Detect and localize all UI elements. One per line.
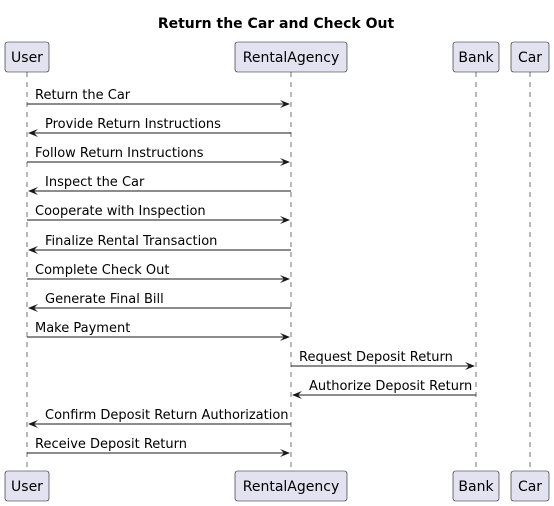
- participant-agency-top: RentalAgency: [234, 41, 348, 73]
- participant-box: [510, 470, 550, 502]
- message-4: Inspect the Car: [28, 175, 291, 195]
- participant-box: [452, 470, 500, 502]
- arrowhead-icon: [28, 129, 38, 137]
- message-label: Generate Final Bill: [45, 292, 164, 307]
- participant-user-top: User: [4, 41, 50, 73]
- arrowhead-icon: [280, 100, 290, 108]
- arrowhead-icon: [280, 158, 290, 166]
- participant-label: User: [11, 479, 43, 495]
- message-12: Confirm Deposit Return Authorization: [28, 408, 291, 428]
- arrowhead-icon: [28, 246, 38, 254]
- participant-user-bottom: User: [4, 470, 50, 502]
- participant-box: [4, 470, 50, 502]
- message-label: Provide Return Instructions: [45, 117, 221, 132]
- message-7: Complete Check Out: [27, 263, 290, 283]
- message-2: Provide Return Instructions: [28, 117, 291, 137]
- participant-label: Bank: [458, 479, 494, 495]
- message-3: Follow Return Instructions: [27, 146, 290, 166]
- message-13: Receive Deposit Return: [27, 437, 290, 457]
- message-label: Follow Return Instructions: [35, 146, 204, 161]
- diagram-title: Return the Car and Check Out: [158, 16, 395, 32]
- arrowhead-icon: [292, 391, 302, 399]
- participant-agency-bottom: RentalAgency: [234, 470, 348, 502]
- message-label: Finalize Rental Transaction: [45, 234, 217, 249]
- participant-box: [452, 41, 500, 73]
- arrowhead-icon: [465, 362, 475, 370]
- participant-label: Car: [518, 50, 542, 66]
- arrowhead-icon: [280, 216, 290, 224]
- participant-car-bottom: Car: [510, 470, 550, 502]
- participant-box: [234, 41, 348, 73]
- participant-label: Bank: [458, 50, 494, 66]
- lifelines: [26, 72, 531, 471]
- message-label: Inspect the Car: [45, 175, 145, 190]
- message-label: Confirm Deposit Return Authorization: [45, 408, 289, 423]
- message-label: Request Deposit Return: [299, 350, 453, 365]
- message-9: Make Payment: [27, 321, 290, 341]
- participant-label: RentalAgency: [243, 50, 339, 66]
- arrowhead-icon: [28, 420, 38, 428]
- participant-label: User: [11, 50, 43, 66]
- message-label: Make Payment: [35, 321, 130, 336]
- message-label: Cooperate with Inspection: [35, 204, 206, 219]
- participant-box: [4, 41, 50, 73]
- message-10: Request Deposit Return: [291, 350, 475, 370]
- message-1: Return the Car: [27, 88, 290, 108]
- arrowhead-icon: [280, 449, 290, 457]
- message-11: Authorize Deposit Return: [292, 379, 476, 399]
- participant-box: [510, 41, 550, 73]
- message-label: Authorize Deposit Return: [309, 379, 472, 394]
- arrowhead-icon: [280, 333, 290, 341]
- arrowhead-icon: [28, 304, 38, 312]
- message-8: Generate Final Bill: [28, 292, 291, 312]
- arrowhead-icon: [28, 187, 38, 195]
- participant-bank-top: Bank: [452, 41, 500, 73]
- participant-label: Car: [518, 479, 542, 495]
- participant-label: RentalAgency: [243, 479, 339, 495]
- participants: UserUserRentalAgencyRentalAgencyBankBank…: [4, 41, 550, 502]
- message-6: Finalize Rental Transaction: [28, 234, 291, 254]
- message-label: Receive Deposit Return: [35, 437, 187, 452]
- message-label: Complete Check Out: [35, 263, 169, 278]
- message-label: Return the Car: [35, 88, 131, 103]
- participant-car-top: Car: [510, 41, 550, 73]
- participant-box: [234, 470, 348, 502]
- participant-bank-bottom: Bank: [452, 470, 500, 502]
- arrowhead-icon: [280, 275, 290, 283]
- message-5: Cooperate with Inspection: [27, 204, 290, 224]
